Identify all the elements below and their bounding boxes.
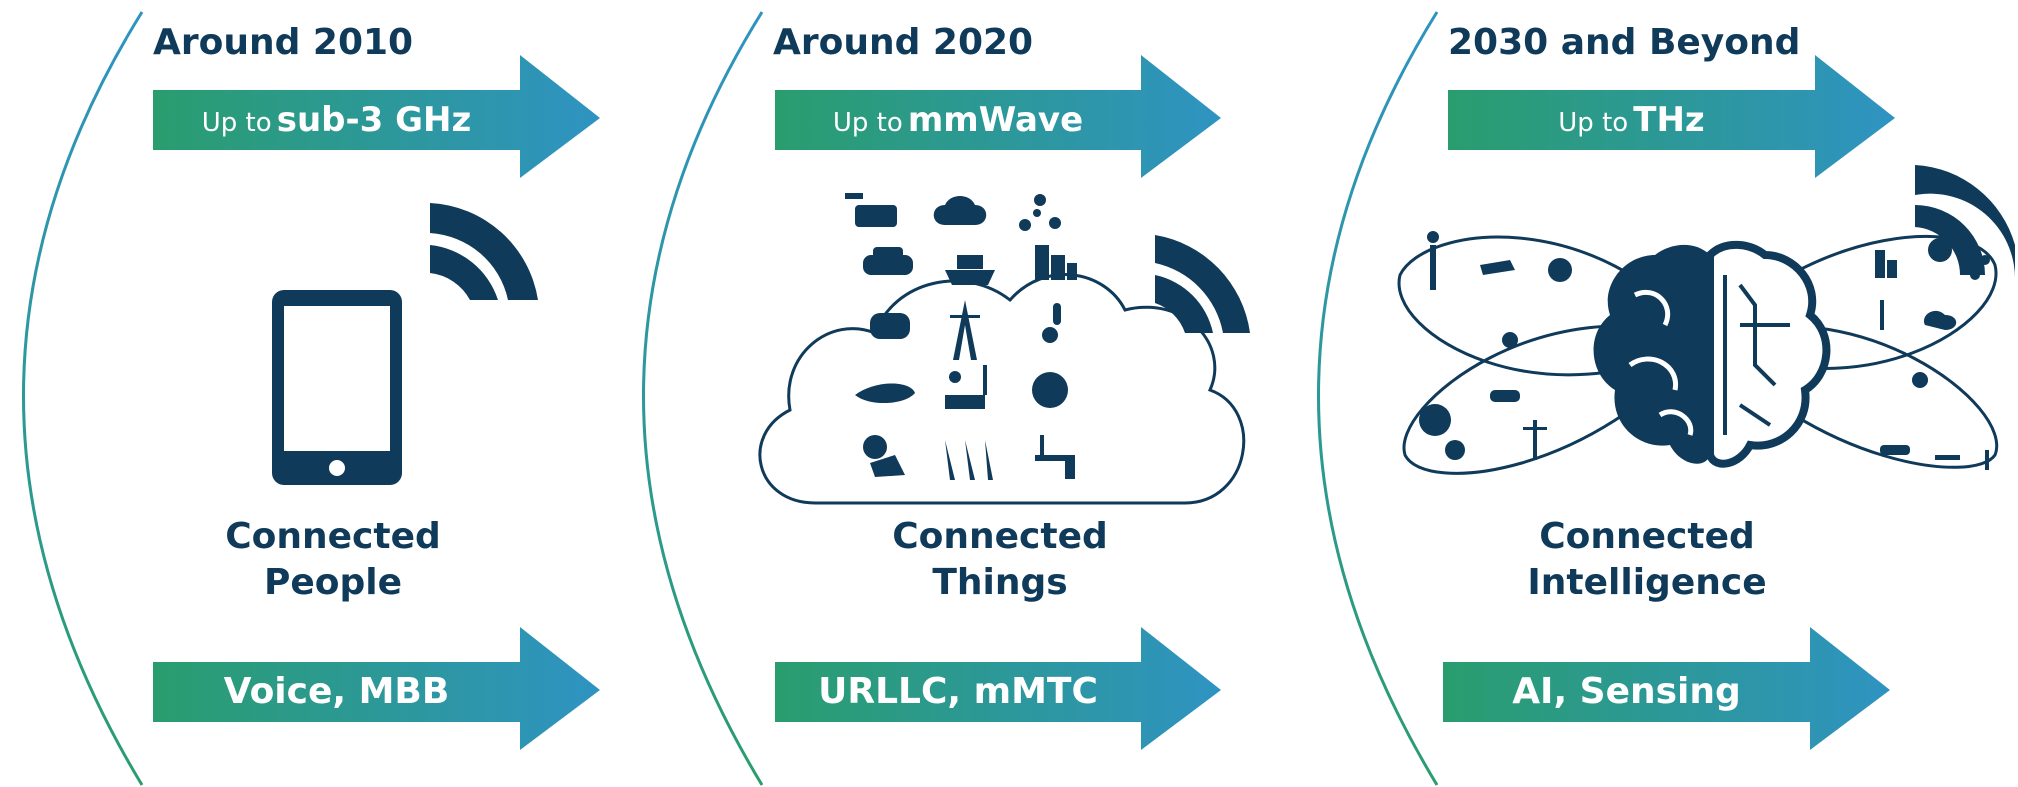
concept-line2: Intelligence [1527,562,1767,603]
frequency-label-2: Up to mmWave [775,90,1141,150]
stage-divider-arc-2 [642,11,764,786]
stage-divider-arc-1 [22,11,144,786]
concept-label-1: Connected People [163,514,503,606]
concept-line2: Things [932,562,1068,603]
concept-line1: Connected [225,516,441,557]
stage-divider-arc-3 [1317,11,1439,786]
era-label-2020: Around 2020 [773,22,1034,63]
ai-brain-icon [1397,165,2015,475]
usecase-label-3: AI, Sensing [1512,671,1741,712]
usecase-arrow-2 [775,627,1221,750]
frequency-arrow-3 [1448,55,1895,178]
era-label-2010: Around 2010 [153,22,414,63]
frequency-prefix: Up to [832,108,903,138]
concept-line1: Connected [1539,516,1755,557]
usecase-arrow-1 [153,627,600,750]
frequency-prefix: Up to [1558,108,1629,138]
usecase-label-2: URLLC, mMTC [818,671,1098,712]
era-label-2030: 2030 and Beyond [1448,22,1801,63]
concept-label-2: Connected Things [830,514,1170,606]
frequency-label-3: Up to THz [1448,90,1815,150]
usecase-label-1: Voice, MBB [223,671,450,712]
frequency-value: THz [1633,100,1705,140]
usecase-arrow-3 [1443,627,1890,750]
concept-line2: People [263,562,403,603]
iot-cloud-icon [758,193,1250,505]
concept-label-3: Connected Intelligence [1477,514,1817,606]
iot-icon-grid [845,193,1077,480]
frequency-value: mmWave [907,100,1084,140]
frequency-label-1: Up to sub-3 GHz [153,90,520,150]
tablet-icon [272,203,538,485]
frequency-value: sub-3 GHz [276,100,472,140]
frequency-arrow-1 [153,55,600,178]
frequency-prefix: Up to [201,108,272,138]
frequency-arrow-2 [775,55,1221,178]
concept-line1: Connected [892,516,1108,557]
